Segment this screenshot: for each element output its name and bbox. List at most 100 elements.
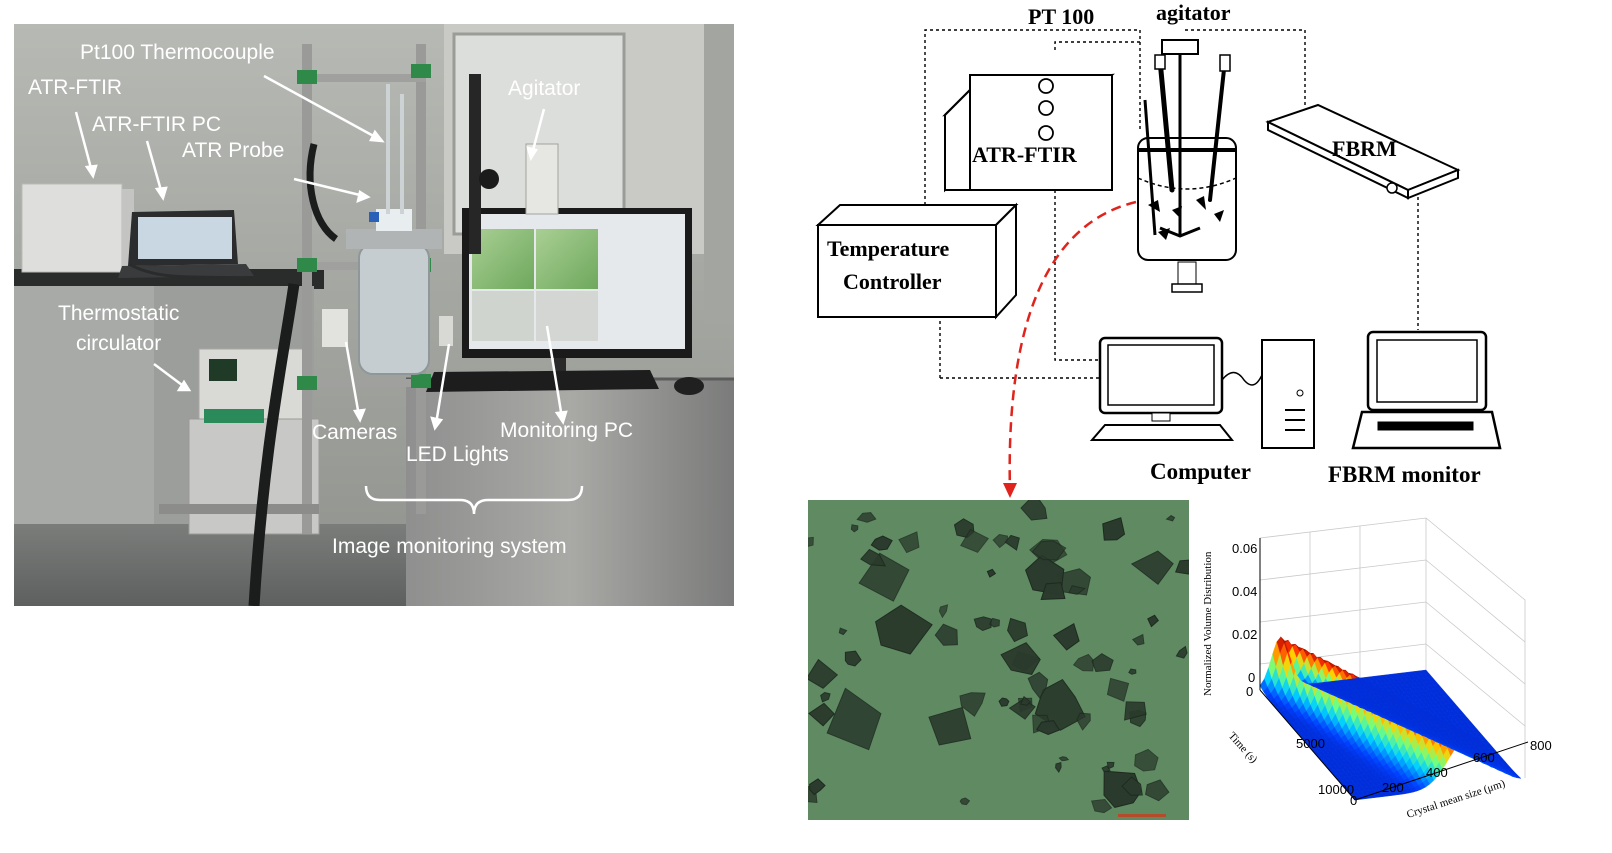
schem-label-fbrm: FBRM [1332,136,1397,161]
schem-label-controller: Controller [843,269,942,294]
crystal [1106,761,1115,770]
crystal [1076,712,1091,731]
plot-axes [1259,538,1529,801]
crystal [959,692,986,717]
label-image-monitoring-system: Image monitoring system [332,535,567,558]
dotted-connections [924,29,1419,379]
red-arrow-head [1003,483,1017,498]
brace-image-system [364,485,584,515]
surface [1259,636,1522,801]
crystal [808,702,835,727]
lab-photo-drawing [14,24,734,606]
crystal [850,524,859,533]
atr-ftir-unit [942,73,1115,193]
crystal [1124,701,1147,721]
lab-setup-photo: Pt100 Thermocouple ATR-FTIR Agitator ATR… [14,24,734,606]
label-thermostatic: Thermostatic [58,302,180,325]
y-axis-label: Time (s) [1226,730,1260,766]
fbrm-unit [1265,103,1461,200]
crystal [992,533,1009,549]
z-tick-0: 0 [1248,670,1255,685]
crystal [986,568,997,578]
crystal [1000,642,1041,675]
microscope-crystal-image [808,500,1189,820]
crystal [1175,559,1189,575]
schem-label-pt100: PT 100 [1028,4,1094,29]
crystal [1091,653,1114,673]
crystal [1175,645,1188,659]
x-tick-200: 200 [1382,780,1404,795]
schem-label-temperature: Temperature [827,236,949,261]
schem-label-agitator: agitator [1156,0,1231,25]
z-tick-0.02: 0.02 [1232,627,1257,642]
reactor-vessel [1137,39,1237,293]
crystal [973,616,992,632]
x-tick-0: 0 [1350,793,1357,808]
z-tick-0.06: 0.06 [1232,541,1257,556]
crystal [1130,550,1174,585]
temperature-controller-unit [815,202,1019,320]
crystal [1102,517,1126,541]
crystal [1121,776,1143,796]
y-tick-0: 0 [1246,684,1253,699]
reactor-crystals [1148,196,1224,240]
crystal [1128,668,1137,675]
crystal-shapes [808,500,1189,814]
crystal [959,797,971,806]
crystal [875,604,933,655]
crystal [860,548,887,567]
x-tick-800: 800 [1530,738,1552,753]
crystal [989,617,1000,628]
crystal [820,692,831,703]
crystal [856,512,877,523]
label-atr-ftir-pc: ATR-FTIR PC [92,113,222,136]
crystal [1147,614,1159,628]
crystal [1091,798,1113,814]
crystal [826,687,882,751]
crystal [1031,540,1067,561]
surface-patch [1259,678,1268,692]
label-led-lights: LED Lights [406,443,509,466]
label-atr-probe: ATR Probe [182,139,285,162]
crystal [938,604,949,619]
annotation-arrows [74,74,568,431]
crystal [1040,582,1066,601]
crystal [1052,622,1080,651]
crystal [808,536,814,547]
crystal [838,627,848,636]
crystal [1134,748,1159,772]
crystal [870,535,893,551]
crystal-image-drawing [808,500,1189,820]
crystal [1020,500,1048,521]
crystal [928,706,972,746]
crystal [1027,671,1049,699]
schem-label-computer: Computer [1150,459,1251,484]
crystal [1004,534,1020,551]
crystal [1019,695,1032,706]
crystal [1131,633,1145,646]
x-tick-400: 400 [1426,765,1448,780]
z-tick-0.04: 0.04 [1232,584,1257,599]
crystal [1101,765,1111,773]
crystal [1072,653,1095,672]
crystal [960,528,989,553]
label-pt100-thermocouple: Pt100 Thermocouple [80,41,275,64]
crystal [1068,585,1086,595]
crystal [998,697,1010,707]
x-tick-600: 600 [1473,750,1495,765]
z-axis-label: Normalized Volume Distribution [1202,551,1214,696]
crystal [1035,720,1061,736]
label-agitator: Agitator [508,77,581,100]
crystal [844,650,862,667]
crystal [934,623,958,646]
label-monitoring-pc: Monitoring PC [500,419,634,442]
process-schematic: PT 100 agitator ATR-FTIR FBRM Temperatur… [815,0,1502,498]
schem-label-atr-ftir: ATR-FTIR [972,142,1078,167]
crystal [809,778,826,796]
crystal [1055,761,1062,773]
crystal [1145,779,1170,802]
crystal [1165,514,1176,522]
crystal [1007,617,1028,643]
crystal [1058,756,1070,762]
label-circulator: circulator [76,332,162,355]
